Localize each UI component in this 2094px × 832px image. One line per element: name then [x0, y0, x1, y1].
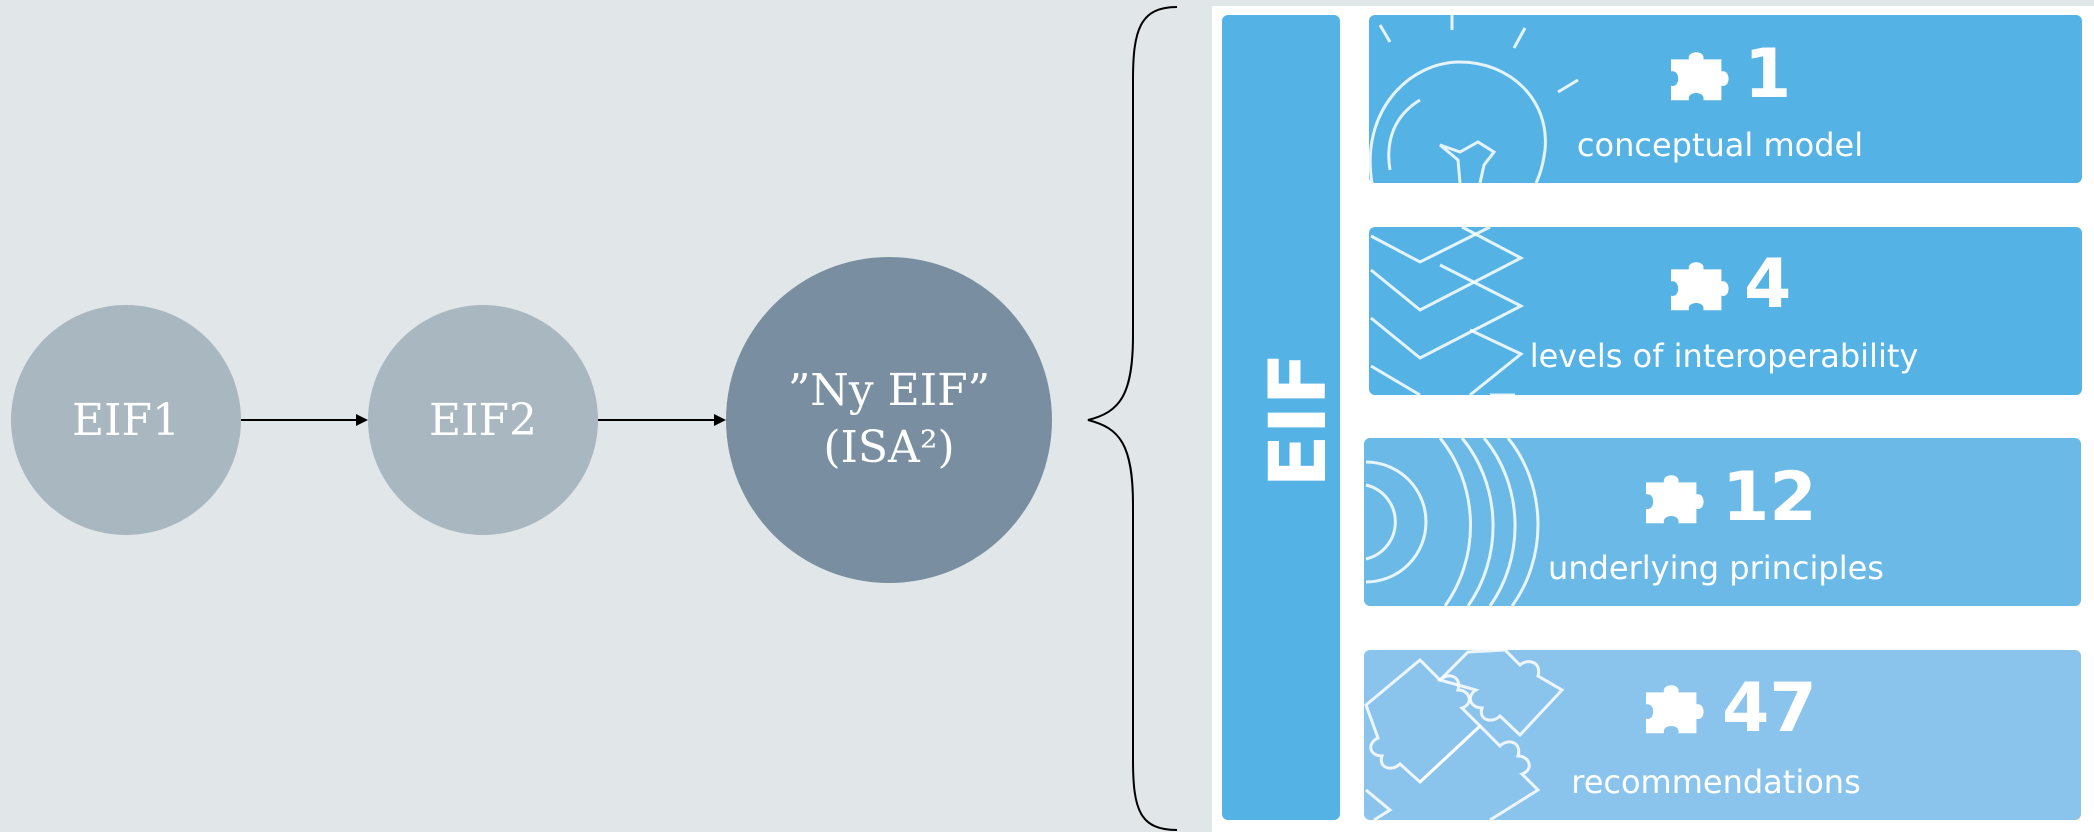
lightbulb-icon [1368, 15, 1579, 184]
card-conceptual-model: 1 conceptual model [1368, 15, 2082, 184]
eif-vertical-title: EIF [1254, 352, 1344, 488]
eif-panel: EIF 1 conceptual model [1212, 6, 2094, 832]
stage-circle [368, 305, 598, 535]
puzzle-icon [1671, 262, 1729, 311]
stage-eif1: EIF1 [11, 305, 241, 535]
stage-label: EIF2 [429, 395, 537, 446]
card-background [1369, 15, 2082, 183]
card-number: 12 [1722, 458, 1817, 537]
stage-circle [11, 305, 241, 535]
stage-label: EIF1 [72, 395, 180, 446]
card-number: 1 [1744, 35, 1791, 114]
puzzle-pieces-icon [1364, 648, 1565, 822]
card-background [1364, 650, 2081, 820]
stage-eif2: EIF2 [368, 305, 598, 535]
card-background [1364, 438, 2081, 606]
target-icon [1365, 437, 1540, 607]
puzzle-icon [1646, 475, 1704, 524]
eif-vertical-bar [1222, 15, 1340, 820]
card-label: recommendations [1571, 763, 1861, 801]
card-label: conceptual model [1577, 126, 1863, 164]
curly-brace [1087, 6, 1178, 831]
card-underlying-principles: 12 underlying principles [1364, 437, 2081, 607]
puzzle-icon [1646, 685, 1704, 734]
card-number: 4 [1744, 245, 1791, 324]
stage-circle [726, 257, 1052, 583]
stage-label-line-1: ”Ny EIF” [788, 365, 990, 416]
card-recommendations: 47 recommendations [1364, 648, 2081, 822]
puzzle-icon [1671, 52, 1729, 101]
stage-new-eif: ”Ny EIF” (ISA²) [726, 257, 1052, 583]
card-levels-of-interoperability: 4 levels of interoperability [1369, 225, 2082, 397]
card-background [1369, 227, 2082, 395]
stage-label-line-2: (ISA²) [823, 422, 954, 473]
card-number: 47 [1722, 669, 1817, 748]
card-label: levels of interoperability [1530, 337, 1919, 375]
card-label: underlying principles [1548, 549, 1884, 587]
layers-icon [1370, 225, 1525, 397]
